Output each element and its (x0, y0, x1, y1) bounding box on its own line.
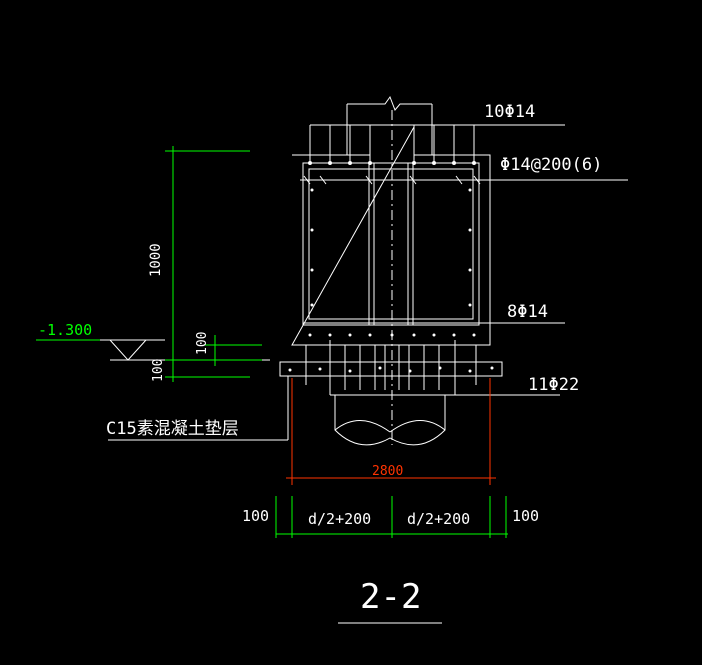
cushion-leader (108, 376, 289, 441)
bottom-reinforcement (305, 340, 560, 396)
top-bars-label: 10Φ14 (484, 102, 535, 122)
dim-half-right-label: d/2+200 (407, 510, 470, 528)
bottom-dimensions (275, 496, 508, 538)
section-title: 2-2 (360, 577, 421, 617)
rebar-dots (308, 161, 476, 337)
dim-left-margin-label: 100 (242, 507, 269, 525)
dim-step-lower-label: 100 (151, 359, 166, 382)
cushion-layer-label: C15素混凝土垫层 (106, 419, 239, 439)
width-dimension (286, 378, 496, 485)
column-stub (346, 95, 433, 445)
side-bars-label: 8Φ14 (507, 302, 548, 322)
stirrups-label: Φ14@200(6) (500, 155, 602, 175)
height-dimension (36, 146, 262, 382)
elevation-label: -1.300 (38, 321, 92, 339)
bottom-bars-label: 11Φ22 (528, 375, 579, 395)
dim-step-upper-label: 100 (195, 332, 210, 355)
pile-heads (334, 395, 446, 446)
dim-height-label: 1000 (148, 243, 164, 277)
elevation-marker (36, 339, 270, 361)
dim-width-label: 2800 (372, 464, 403, 479)
dim-right-margin-label: 100 (512, 507, 539, 525)
dim-half-left-label: d/2+200 (308, 510, 371, 528)
beam-section (291, 124, 628, 346)
stirrup-ticks (303, 175, 481, 185)
cushion-layer (279, 361, 503, 377)
